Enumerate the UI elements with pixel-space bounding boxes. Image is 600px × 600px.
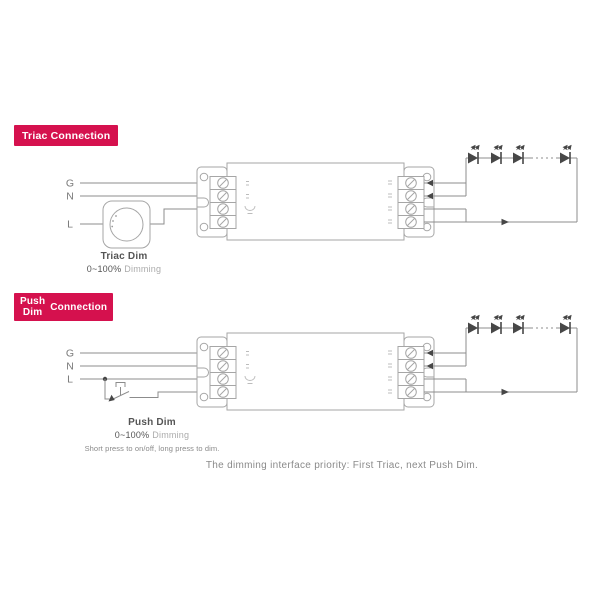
push-dim-hint: Short press to on/off, long press to dim… (84, 444, 220, 453)
push-dim-badge-suffix: Connection (50, 301, 108, 313)
input-label-n: N (66, 361, 74, 373)
led-driver-unit (196, 332, 435, 411)
push-dim-connection-badge: Push Dim Connection (14, 293, 114, 321)
push-dim-badge-stack: Push Dim (20, 296, 45, 319)
dimming-range-value: 0~100% (86, 264, 122, 274)
led-string (424, 316, 577, 396)
priority-note: The dimming interface priority: First Tr… (205, 460, 479, 471)
led-string (424, 146, 577, 226)
input-label-l: L (67, 219, 73, 231)
push-dim-diagram: G N L (66, 316, 577, 411)
input-label-g: G (66, 348, 74, 360)
push-dim-label: Push Dim (128, 417, 176, 428)
dimming-range-unit: Dimming (124, 264, 162, 274)
led-driver-unit (196, 162, 435, 241)
dimming-range-unit: Dimming (152, 430, 190, 440)
input-wires (80, 352, 210, 380)
triac-dimmer-label: Triac Dim (100, 251, 148, 262)
triac-dimming-range: 0~100%Dimming (87, 264, 161, 274)
triac-dimmer-knob-icon (102, 200, 151, 249)
dimming-range-value: 0~100% (114, 430, 150, 440)
push-dimming-range: 0~100%Dimming (115, 430, 189, 440)
triac-connection-badge: Triac Connection (14, 125, 119, 146)
push-dim-badge-line2: Dim (22, 307, 43, 318)
triac-diagram: G N L (66, 146, 577, 249)
push-switch-icon (104, 379, 210, 402)
input-label-g: G (66, 178, 74, 190)
push-dim-badge-line1: Push (20, 295, 46, 307)
input-wires (80, 182, 210, 225)
input-label-n: N (66, 191, 74, 203)
input-label-l: L (67, 374, 73, 386)
